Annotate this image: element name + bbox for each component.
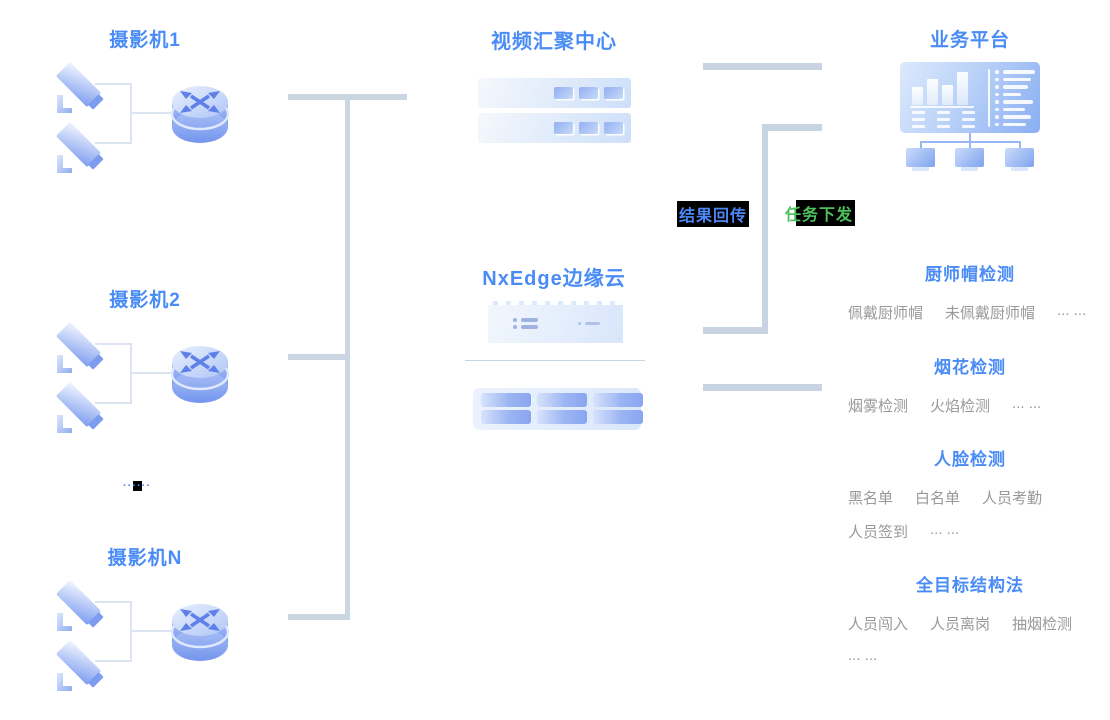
edge-module-slot	[593, 410, 643, 424]
server-led	[554, 122, 573, 134]
server-led	[579, 122, 598, 134]
camera-icon	[56, 382, 104, 433]
edge-module-slot	[481, 393, 531, 407]
section-item: 人员签到	[848, 524, 909, 541]
section-smoke-fire-detection: 烟花检测 烟雾检测 火焰检测 ... ...	[845, 357, 1095, 416]
edge-module-slot	[537, 410, 587, 424]
bus-line-vertical	[345, 95, 350, 620]
connector-bracket-top	[762, 124, 822, 131]
bus-stub-bottom	[288, 614, 348, 620]
flow-label-result: 结果回传	[677, 201, 750, 227]
edge-module-slot	[593, 393, 643, 407]
dashboard-icon	[900, 62, 1040, 133]
server-unit	[478, 113, 631, 143]
camera-icon	[56, 322, 104, 373]
dashboard-bar	[912, 87, 923, 105]
camera-group-2-icon	[56, 322, 230, 433]
section-item: ... ...	[1057, 302, 1087, 319]
section-item: 人员闯入	[848, 616, 909, 633]
dashboard-divider	[988, 69, 990, 127]
section-title: 全目标结构法	[916, 576, 1024, 595]
section-chef-hat-detection: 厨师帽检测 佩戴厨师帽 未佩戴厨师帽 ... ...	[845, 264, 1095, 323]
section-item: 烟雾检测	[848, 398, 909, 415]
edge-module-slot	[537, 393, 587, 407]
monitor-tree-stem	[969, 133, 971, 142]
section-title: 厨师帽检测	[925, 265, 1015, 284]
dashboard-bar	[927, 79, 938, 105]
section-item: ... ...	[848, 647, 878, 664]
monitor-icon	[906, 148, 935, 171]
switch-icon	[170, 86, 230, 143]
connector-bracket-vertical	[762, 124, 768, 334]
edge-divider-line	[465, 360, 645, 361]
section-item: 抽烟检测	[1012, 616, 1073, 633]
edge-cloud-title: NxEdge边缘云	[482, 268, 626, 290]
section-item: 白名单	[915, 490, 961, 507]
video-hub-title: 视频汇聚中心	[491, 31, 617, 53]
monitor-icon	[1005, 148, 1034, 171]
camera-group-n-icon	[56, 580, 230, 691]
section-item: 火焰检测	[930, 398, 991, 415]
section-item: 黑名单	[848, 490, 894, 507]
section-item: 佩戴厨师帽	[848, 305, 924, 322]
edge-module-icon	[473, 388, 643, 430]
section-title: 人脸检测	[934, 450, 1006, 469]
edge-device-icon	[488, 301, 623, 343]
camera-group-1-icon	[56, 62, 230, 173]
section-item: 人员考勤	[982, 490, 1043, 507]
dashboard-bar	[957, 72, 968, 105]
flow-label-task: 任务下发	[783, 200, 856, 226]
dashboard-list	[995, 70, 1035, 126]
section-title: 烟花检测	[934, 358, 1006, 377]
connector-bracket-bottom	[703, 327, 768, 334]
camera-icon	[56, 640, 104, 691]
section-item: 人员离岗	[930, 616, 991, 633]
dashboard-axis	[910, 106, 974, 108]
connector-lower	[703, 384, 822, 391]
bus-stub-top	[288, 94, 407, 100]
section-item: 未佩戴厨师帽	[945, 305, 1036, 322]
edge-module-slot	[481, 410, 531, 424]
switch-icon	[170, 346, 230, 403]
section-item: ... ...	[930, 521, 960, 538]
section-item: ... ...	[1012, 395, 1042, 412]
camera-group-n-title: 摄影机N	[107, 548, 183, 569]
camera-icon	[56, 122, 104, 173]
bus-stub-middle	[288, 354, 345, 360]
server-led	[604, 122, 623, 134]
server-unit	[478, 78, 631, 108]
server-led	[554, 87, 573, 99]
camera-group-2-title: 摄影机2	[109, 290, 181, 311]
connector-top	[703, 63, 822, 70]
camera-icon	[56, 580, 104, 631]
camera-group-1-title: 摄影机1	[109, 30, 181, 51]
switch-icon	[170, 604, 230, 661]
platform-title: 业务平台	[929, 30, 1010, 51]
monitor-icon	[955, 148, 984, 171]
dashboard-bar	[942, 85, 953, 105]
server-led	[579, 87, 598, 99]
server-led	[604, 87, 623, 99]
camera-groups-ellipsis: ······	[123, 480, 151, 492]
section-face-detection: 人脸检测 黑名单 白名单 人员考勤 人员签到 ... ...	[845, 449, 1095, 542]
camera-icon	[56, 62, 104, 113]
section-full-target-structuring: 全目标结构法 人员闯入 人员离岗 抽烟检测 ... ...	[845, 575, 1095, 664]
